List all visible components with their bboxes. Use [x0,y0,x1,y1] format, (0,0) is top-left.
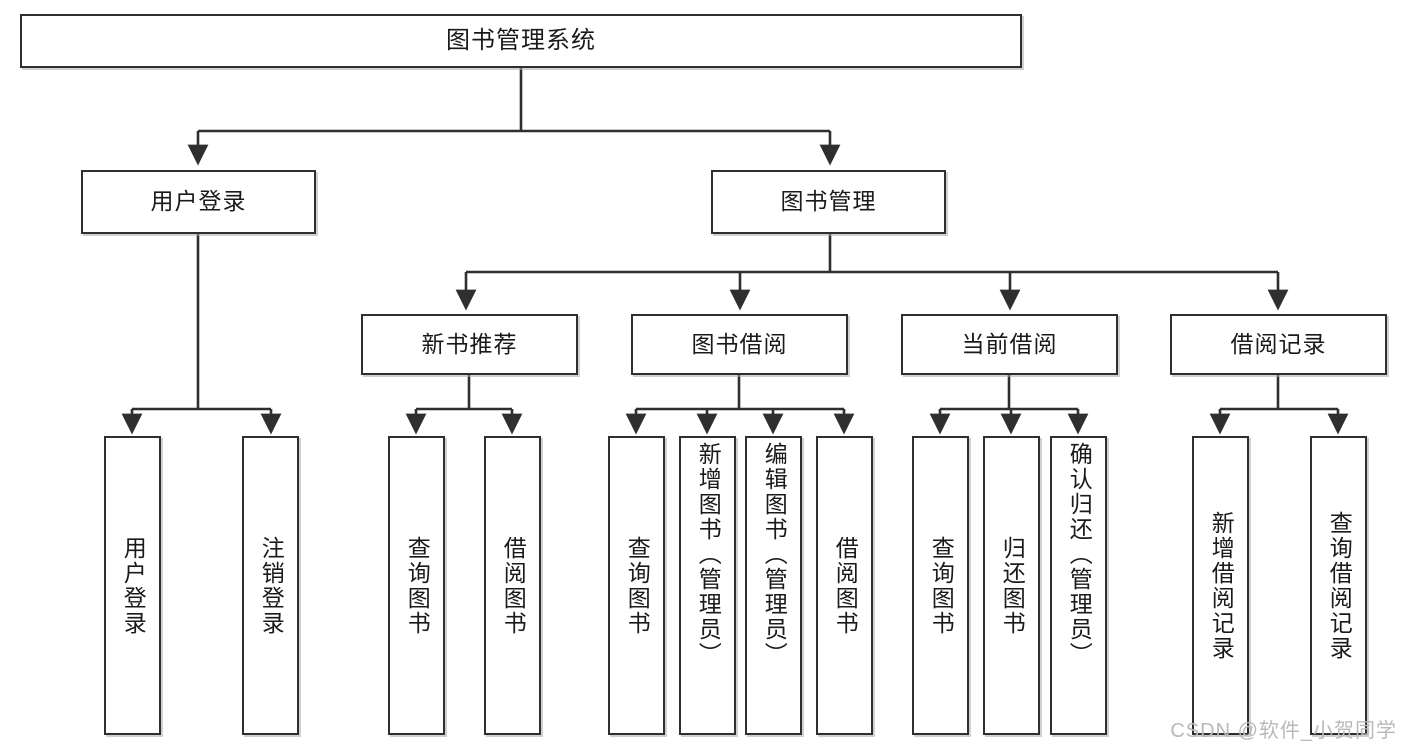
node-label: 借阅图书 [500,535,527,636]
node-label: 借阅记录 [1230,330,1327,357]
leaf-user-login-logout[interactable]: 注销登录 [242,436,299,735]
node-label: 查询图书 [928,535,955,636]
node-label: 查询借阅记录 [1326,510,1353,661]
node-label: 用户登录 [150,188,247,215]
node-label: 查询图书 [624,535,651,636]
node-root-book-management-system[interactable]: 图书管理系统 [20,14,1022,68]
leaf-current-borrow-confirm-return-admin[interactable]: 确认归还（管理员） [1050,436,1107,735]
node-label: 确认归还（管理员） [1066,442,1093,667]
node-label: 借阅图书 [832,535,859,636]
leaf-current-borrow-query[interactable]: 查询图书 [912,436,969,735]
leaf-book-borrow-query[interactable]: 查询图书 [608,436,665,735]
node-label: 编辑图书（管理员） [761,442,788,667]
node-label: 查询图书 [404,535,431,636]
node-label: 图书借阅 [691,330,788,357]
node-label: 新增图书（管理员） [695,442,722,667]
node-book-management[interactable]: 图书管理 [711,170,946,234]
node-label: 归还图书 [999,535,1026,636]
node-label: 注销登录 [258,535,285,636]
node-label: 图书管理 [780,188,877,215]
node-label: 新书推荐 [421,330,518,357]
node-new-book-recommend[interactable]: 新书推荐 [361,314,578,375]
leaf-book-borrow-add-admin[interactable]: 新增图书（管理员） [679,436,736,735]
node-current-borrow[interactable]: 当前借阅 [901,314,1118,375]
leaf-new-book-borrow[interactable]: 借阅图书 [484,436,541,735]
leaf-borrow-record-query[interactable]: 查询借阅记录 [1310,436,1367,735]
leaf-book-borrow-edit-admin[interactable]: 编辑图书（管理员） [745,436,802,735]
node-user-login[interactable]: 用户登录 [81,170,316,234]
leaf-new-book-query[interactable]: 查询图书 [388,436,445,735]
node-borrow-record[interactable]: 借阅记录 [1170,314,1387,375]
leaf-borrow-record-add[interactable]: 新增借阅记录 [1192,436,1249,735]
leaf-user-login-login[interactable]: 用户登录 [104,436,161,735]
node-label: 图书管理系统 [446,26,596,54]
node-book-borrow[interactable]: 图书借阅 [631,314,848,375]
leaf-current-borrow-return[interactable]: 归还图书 [983,436,1040,735]
node-label: 当前借阅 [961,330,1058,357]
node-label: 用户登录 [120,535,147,636]
node-label: 新增借阅记录 [1208,510,1235,661]
leaf-book-borrow-borrow[interactable]: 借阅图书 [816,436,873,735]
